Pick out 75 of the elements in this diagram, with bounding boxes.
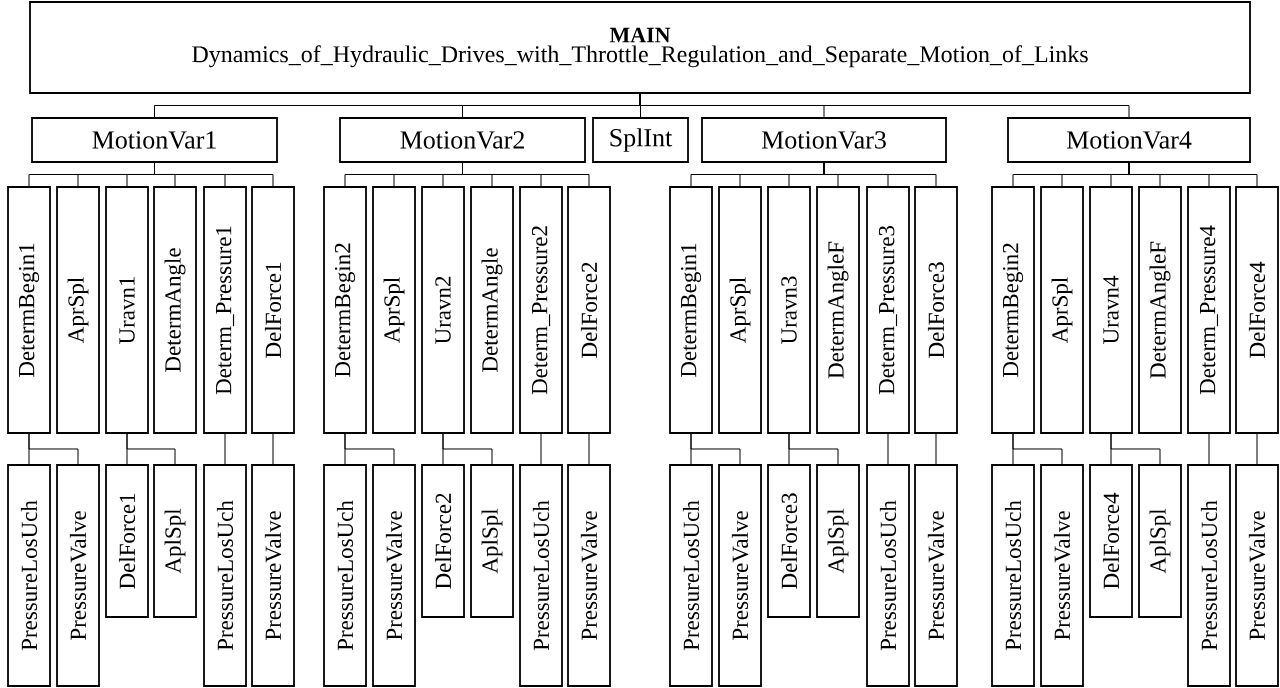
module-box: Determ_Pressure4 (1187, 186, 1231, 434)
module-box: DetermAngleF (816, 186, 860, 434)
module-box: Uravn4 (1089, 186, 1133, 434)
connector (1012, 433, 1063, 465)
module-box: PressureLosUch (866, 464, 910, 687)
connector (823, 162, 937, 187)
module-box: AprSpl (372, 186, 416, 434)
module-box: Determ_Pressure1 (203, 186, 247, 434)
connector (1110, 433, 1161, 465)
connector (462, 162, 590, 187)
module-box: Uravn1 (105, 186, 149, 434)
module-box: MotionVar4 (1007, 117, 1251, 163)
connector (540, 433, 542, 465)
module-box: DelForce4 (1089, 464, 1133, 618)
module-box: AprSpl (718, 186, 762, 434)
module-box: AplSpl (470, 464, 514, 618)
module-box: DetermAngleF (1138, 186, 1182, 434)
module-box: AplSpl (816, 464, 860, 618)
connector (28, 433, 79, 465)
module-box: PressureValve (1040, 464, 1084, 687)
module-box: Determ_Pressure3 (866, 186, 910, 434)
connector (887, 433, 889, 465)
connector (1128, 162, 1258, 187)
module-box: DetermAngle (153, 186, 197, 434)
connector (690, 433, 741, 465)
module-box: PressureValve (914, 464, 958, 687)
connector (126, 433, 176, 465)
connector (639, 93, 1130, 118)
module-box: PressureLosUch (669, 464, 713, 687)
connector (442, 433, 493, 465)
module-box: DelForce4 (1235, 186, 1279, 434)
module-box: Determ_Pressure2 (519, 186, 563, 434)
module-box: MotionVar1 (31, 117, 278, 163)
module-box: MAIN Dynamics_of_Hydraulic_Drives_with_Throttle_Regulation_and_Separate_Motion_of_Links (29, 1, 1251, 94)
connector (588, 433, 590, 465)
module-box: DetermBegin1 (669, 186, 713, 434)
module-box: AplSpl (153, 464, 197, 618)
module-box: PressureValve (251, 464, 295, 687)
module-box: AprSpl (56, 186, 100, 434)
module-box: PressureValve (1235, 464, 1279, 687)
connector (935, 433, 937, 465)
module-box: Uravn2 (421, 186, 465, 434)
connector (154, 162, 274, 187)
module-box: DetermBegin1 (7, 186, 51, 434)
module-box: DetermBegin2 (991, 186, 1035, 434)
module-box: DelForce2 (421, 464, 465, 618)
module-box: MotionVar2 (339, 117, 586, 163)
module-box: PressureValve (372, 464, 416, 687)
module-box: PressureLosUch (991, 464, 1035, 687)
module-box: PressureLosUch (7, 464, 51, 687)
module-box: DelForce2 (567, 186, 611, 434)
module-box: SplInt (592, 117, 689, 163)
module-box: PressureValve (718, 464, 762, 687)
module-box: PressureLosUch (519, 464, 563, 687)
module-box: PressureLosUch (323, 464, 367, 687)
module-box: DelForce3 (767, 464, 811, 618)
connector (1208, 433, 1210, 465)
module-box: PressureValve (56, 464, 100, 687)
connector (1256, 433, 1258, 465)
module-box: PressureLosUch (203, 464, 247, 687)
module-box: MotionVar3 (701, 117, 947, 163)
connector (788, 433, 839, 465)
connector (344, 433, 395, 465)
module-box: PressureLosUch (1187, 464, 1231, 687)
module-box: DelForce1 (105, 464, 149, 618)
module-box: AprSpl (1040, 186, 1084, 434)
module-box: Uravn3 (767, 186, 811, 434)
connector (224, 433, 226, 465)
module-box: DelForce3 (914, 186, 958, 434)
module-box: DelForce1 (251, 186, 295, 434)
module-box: DetermBegin2 (323, 186, 367, 434)
module-box: PressureValve (567, 464, 611, 687)
module-box: DetermAngle (470, 186, 514, 434)
module-box: AplSpl (1138, 464, 1182, 618)
connector (272, 433, 274, 465)
